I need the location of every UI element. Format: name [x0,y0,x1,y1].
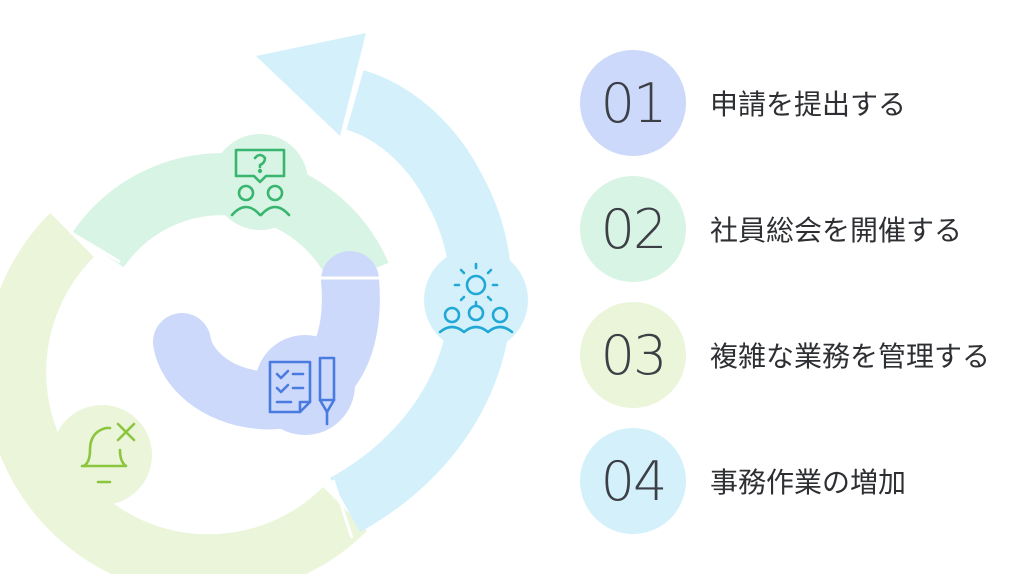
step-02: 02 社員総会を開催する [580,176,1020,282]
question-people-icon [230,148,291,217]
step-label: 事務作業の増加 [710,466,907,499]
step-number: 02 [600,197,668,261]
step-number-badge: 03 [580,302,686,408]
spiral-diagram [0,33,528,574]
step-number-badge: 01 [580,50,686,156]
step-number-badge: 02 [580,176,686,282]
step-03: 03 複雑な業務を管理する [580,302,1020,408]
arrow-arc-blue [329,70,512,533]
bell-cancel-icon [80,422,136,484]
step-number: 01 [600,71,668,135]
step-number: 04 [600,449,668,513]
step-04: 04 事務作業の増加 [580,428,1020,534]
arrow-head [256,33,366,136]
step-01: 01 申請を提出する [580,50,1020,156]
step-label: 社員総会を開催する [710,214,963,247]
step-label: 申請を提出する [710,88,907,121]
arc-lime [0,213,367,574]
checklist-pen-icon [268,356,336,426]
gear-people-icon [438,262,514,334]
step-label: 複雑な業務を管理する [710,340,991,373]
step-number-badge: 04 [580,428,686,534]
step-number: 03 [600,323,668,387]
